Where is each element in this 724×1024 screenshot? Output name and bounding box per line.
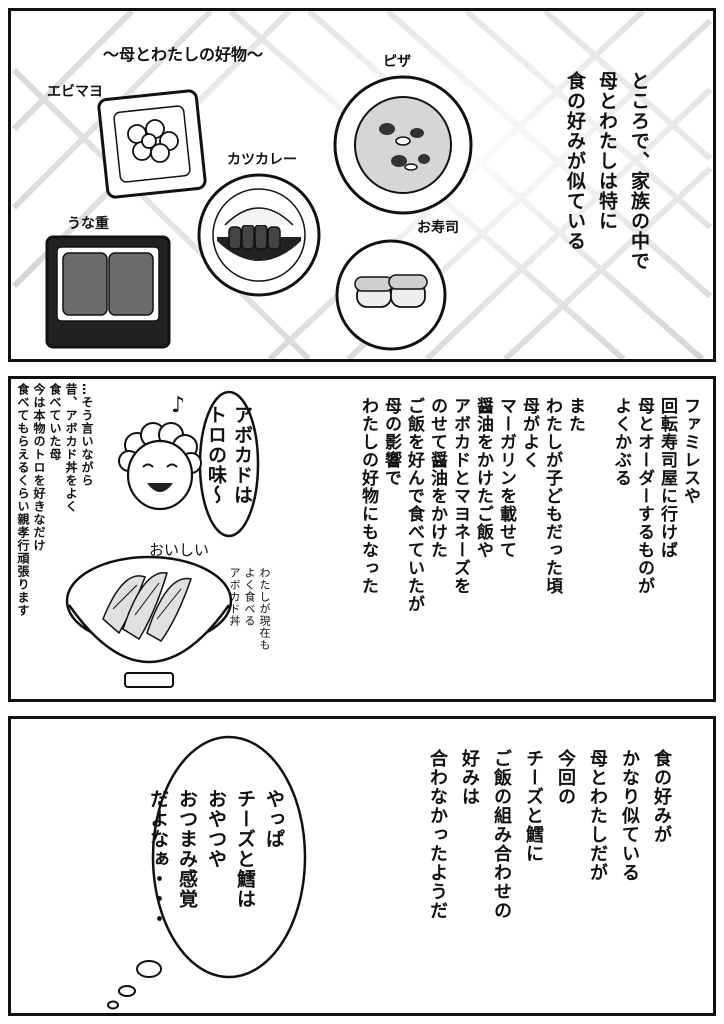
music-note-icon: ♪	[171, 393, 186, 418]
panel-favorite-foods: 〜母とわたしの好物〜 エビマヨ ピザ カツカレー うな重	[8, 8, 716, 362]
thought-cheese-cod: やっぱ チーズと鱈は おやつや おつまみ感覚 だよなぁ・・・	[147, 789, 285, 929]
narration-different-taste: 食の好みが かなり似ている 母とわたしだが 今回の チーズと鱈に ご飯の組み合わ…	[427, 749, 672, 920]
avocado-bowl-illustration	[65, 555, 233, 688]
ebimayo-plate-illustration	[97, 89, 207, 199]
sushi-illustration	[335, 239, 447, 351]
oishii-sfx: おいしい	[149, 541, 210, 559]
panel-cheese-cod: 食の好みが かなり似ている 母とわたしだが 今回の チーズと鱈に ご飯の組み合わ…	[8, 716, 716, 1016]
label-unaju: うな重	[67, 216, 109, 232]
favorites-title: 〜母とわたしの好物〜	[103, 45, 264, 64]
pizza-illustration	[333, 75, 473, 215]
label-pizza: ピザ	[383, 54, 411, 70]
side-note-mother: …そう言いながら 昔、アボカド丼をよく 食べていた母 今は本物のトロを好きなだけ…	[16, 383, 94, 617]
narration-similar-tastes: ところで、家族の中で 母とわたしは特に 食の好みが似ている	[564, 71, 650, 271]
narration-childhood-favorites: ファミレスや 回転寿司屋に行けば 母とオーダーするものが よくかぶる また わた…	[358, 397, 700, 613]
label-katsu-curry: カツカレー	[227, 152, 297, 168]
speech-avocado-toro: アボカドは トロの味〜	[205, 405, 253, 505]
mother-face-illustration	[118, 422, 202, 511]
unaju-illustration	[45, 235, 171, 349]
panel-avocado-memory: ファミレスや 回転寿司屋に行けば 母とオーダーするものが よくかぶる また わた…	[8, 376, 716, 702]
bowl-caption: わたしが現在も よく食べる アボカド丼	[228, 567, 271, 651]
katsu-curry-illustration	[197, 173, 321, 297]
thought-bubble	[107, 735, 307, 1010]
label-ebimayo: エビマヨ	[47, 84, 103, 100]
label-sushi: お寿司	[417, 220, 459, 236]
